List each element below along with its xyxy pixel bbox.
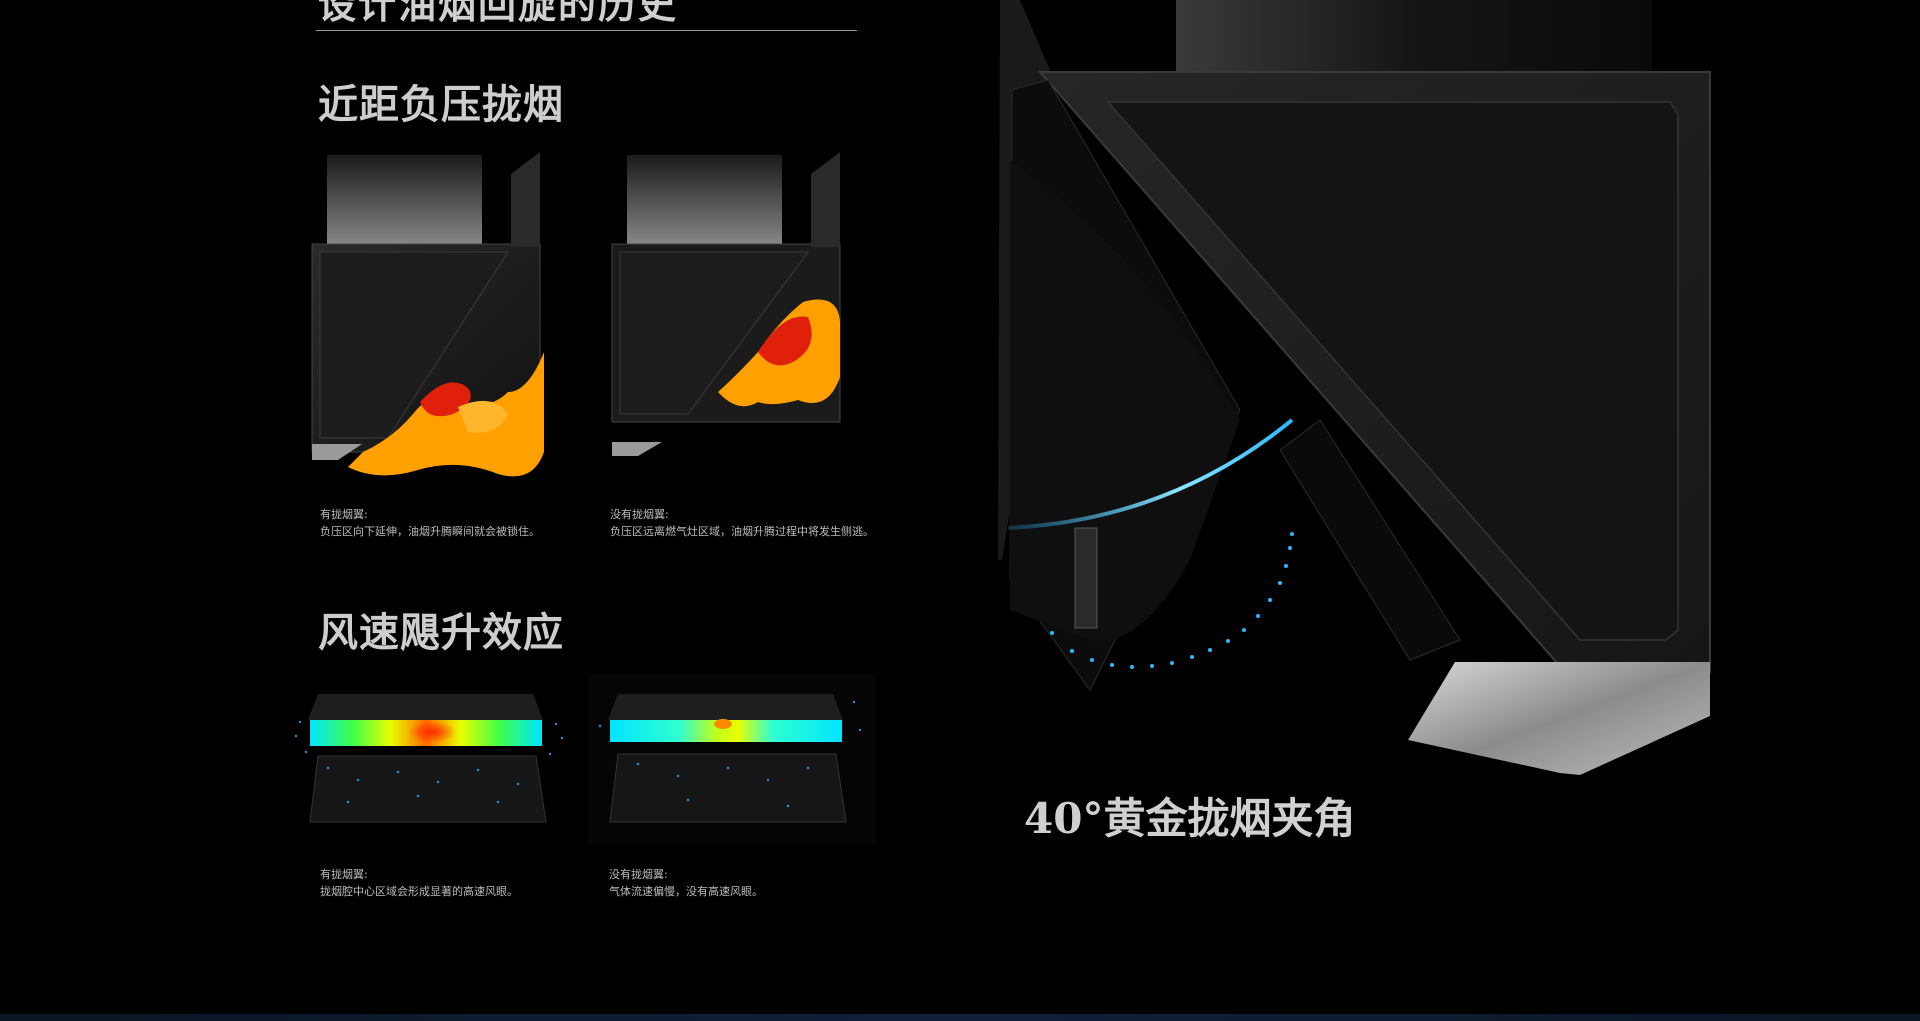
caption-text-with-wing-1: 负压区向下延伸，油烟升腾瞬间就会被锁住。	[320, 525, 540, 538]
caption-text-without-wing-2: 气体流速偏慢，没有高速风眼。	[609, 885, 763, 898]
page-heading: 设计油烟回旋的历史	[318, 0, 679, 27]
negative-pressure-without-wing-diagram	[611, 152, 841, 456]
wind-speed-without-wing-diagram	[588, 674, 876, 844]
section-title-wind-speed: 风速飓升效应	[318, 609, 564, 656]
heading-divider	[316, 30, 857, 31]
caption-title-with-wing-1: 有拢烟翼:	[320, 508, 368, 521]
caption-text-with-wing-2: 拢烟腔中心区域会形成显著的高速风眼。	[320, 885, 518, 898]
wind-speed-with-wing-diagram	[294, 694, 564, 823]
caption-text-without-wing-1: 负压区远离燃气灶区域，油烟升腾过程中将发生侧逃。	[610, 525, 874, 538]
section-title-negative-pressure: 近距负压拢烟	[318, 81, 564, 128]
negative-pressure-with-wing-diagram	[311, 152, 544, 477]
bottom-edge-strip	[0, 1014, 1920, 1021]
caption-title-without-wing-1: 没有拢烟翼:	[610, 508, 669, 521]
angle-arc-icon	[1050, 532, 1294, 669]
caption-title-without-wing-2: 没有拢烟翼:	[609, 868, 668, 881]
hero-angle-title: 40°黄金拢烟夹角	[1024, 794, 1356, 843]
caption-title-with-wing-2: 有拢烟翼:	[320, 868, 368, 881]
range-hood-illustration	[998, 0, 1711, 775]
